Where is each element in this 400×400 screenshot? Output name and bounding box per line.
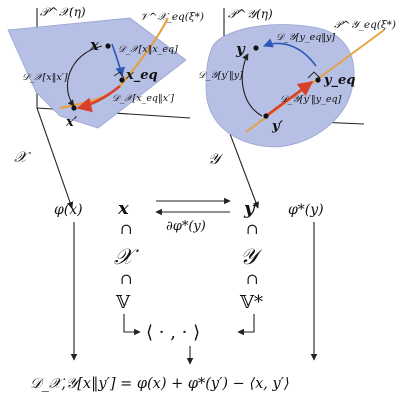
right-label-div-yeq-y: 𝒟_𝒴[y_eq‖y] — [276, 32, 335, 43]
phi-star-y-label: φ*(y) — [288, 202, 324, 218]
hook-right — [237, 314, 255, 336]
right-label-y: y — [235, 40, 246, 58]
diagram-y: y — [243, 198, 256, 219]
right-point-y — [253, 45, 259, 51]
grad-label: ∂φ*(y) — [166, 219, 206, 234]
left-red-arrow — [76, 85, 121, 113]
left-panel: 𝒫^𝒳(η) 𝒱^𝒳_eq(ξ*) x 𝒟_𝒳[x‖x_eq] x_eq 𝒟_𝒳… — [7, 5, 204, 209]
right-point-yprime — [263, 113, 269, 119]
left-axis-to-diagram — [36, 107, 74, 209]
left-label-div-x-xeq: 𝒟_𝒳[x‖x_eq] — [118, 44, 178, 55]
right-point-yeq — [315, 77, 321, 83]
left-right-angle — [113, 71, 125, 79]
left-region-label: 𝒫^𝒳(η) — [40, 5, 86, 19]
right-line-label: 𝒫^𝒴_eq(ξ*) — [334, 19, 396, 31]
right-region-label: 𝒫^𝒴(η) — [228, 7, 273, 21]
left-point-xeq — [119, 77, 125, 83]
right-panel: 𝒫^𝒴(η) 𝒫^𝒴_eq(ξ*) y 𝒟_𝒴[y_eq‖y] y_eq 𝒟_𝒴… — [198, 7, 396, 209]
left-point-x — [105, 43, 111, 49]
subset-right-1: ∩ — [246, 220, 259, 238]
right-red-arrow — [265, 80, 314, 118]
right-label-yprime: y′ — [271, 119, 284, 134]
left-curve-label: 𝒱^𝒳_eq(ξ*) — [140, 11, 204, 23]
V-star-space: 𝕍* — [239, 292, 263, 313]
left-label-xeq: x_eq — [125, 68, 158, 83]
hook-left — [123, 314, 141, 336]
X-calligraphic: 𝒳 — [114, 245, 139, 270]
left-label-div-x-xprime: 𝒟_𝒳[x‖x′] — [22, 72, 68, 83]
subset-right-2: ∩ — [246, 270, 259, 288]
right-label-div-yprime-yeq: 𝒟_𝒴[y′‖y_eq] — [280, 94, 342, 105]
right-label-yeq: y_eq — [323, 73, 355, 88]
pairing-label: ⟨ · , · ⟩ — [146, 322, 200, 343]
left-label-xprime: x′ — [65, 115, 78, 130]
right-label-div-yprime-y: 𝒟_𝒴[y′‖y] — [198, 70, 243, 81]
left-label-x: x — [89, 36, 100, 54]
phi-x-label: φ(x) — [54, 202, 83, 218]
right-blue-arrow — [263, 38, 317, 67]
right-black-arc — [241, 53, 263, 117]
left-point-xprime — [71, 105, 77, 111]
left-space-label: 𝒳 — [14, 148, 31, 166]
right-space-label: 𝒴 — [208, 150, 224, 168]
divergence-formula: 𝒟_𝒳,𝒴[x‖y′] = φ(x) + φ*(y′) − ⟨x, y′⟩ — [30, 376, 290, 392]
Y-calligraphic: 𝒴 — [240, 245, 263, 270]
left-black-arc — [66, 45, 103, 107]
V-space: 𝕍 — [115, 292, 131, 313]
commutative-diagram: φ(x) φ*(y) x y ∂φ*(y) ∩ 𝒳 ∩ 𝕍 ∩ 𝒴 ∩ 𝕍* ⟨… — [30, 197, 324, 392]
subset-left-2: ∩ — [120, 270, 133, 288]
left-label-div-xeq-xprime: 𝒟_𝒳[x_eq‖x′] — [112, 93, 174, 104]
left-manifold-region — [7, 17, 187, 129]
right-right-angle — [307, 71, 321, 79]
diagram-x: x — [117, 198, 129, 219]
subset-left-1: ∩ — [120, 220, 133, 238]
